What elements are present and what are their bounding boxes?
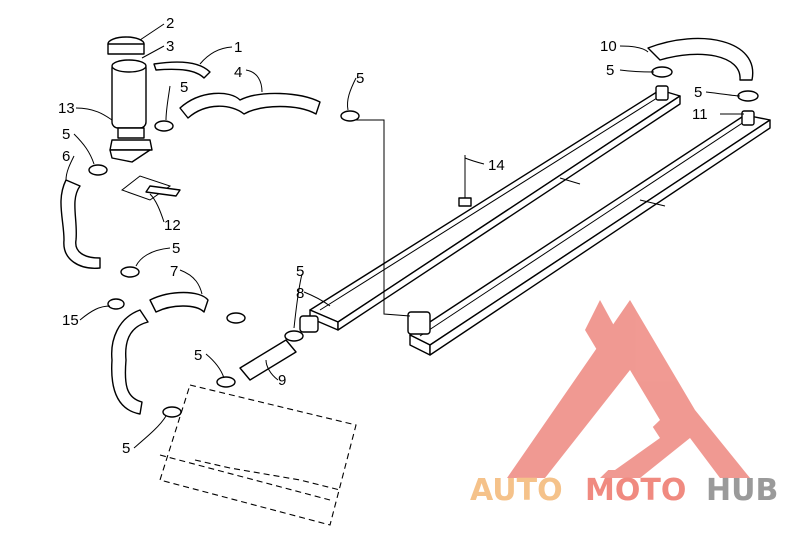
callout-10: 10 [600,38,617,55]
logo-triangle-spike [585,300,630,380]
callout-5-lower: 5 [194,347,202,364]
heat-exchanger-front [407,114,771,356]
callout-5-bottom: 5 [122,440,130,457]
heat-exchanger-fittings [299,85,755,333]
callout-12: 12 [164,217,181,234]
callout-2: 2 [166,15,174,32]
heat-exchanger-rear [309,89,681,331]
callout-15: 15 [62,312,79,329]
callout-5-top: 5 [356,70,364,87]
callout-4: 4 [234,64,242,81]
coolant-reservoir [107,36,153,163]
callout-11: 11 [692,106,708,123]
callout-5-upper-right: 5 [606,62,614,79]
leader-lines [65,23,744,449]
callout-5-mid: 5 [172,240,180,257]
hose-lower-loop [111,309,149,415]
callout-8: 8 [296,285,304,302]
callout-1: 1 [234,39,242,56]
hose-7 [149,291,209,313]
bracket-12 [120,175,181,201]
hose-4 [179,92,321,119]
callout-5-left: 5 [62,126,70,143]
callout-5-reservoir: 5 [180,79,188,96]
temp-sensor-14 [458,155,472,207]
watermark-auto: AUTO [470,473,563,508]
hose-6 [60,179,101,269]
callout-5-right: 5 [694,84,702,101]
callout-3: 3 [166,38,174,55]
watermark-hub: HUB [706,473,778,508]
watermark-logo [507,300,750,478]
callout-9: 9 [278,372,286,389]
callout-13: 13 [58,100,75,117]
callout-7: 7 [170,263,178,280]
watermark-wordmark: AUTO MOTO HUB [470,473,778,508]
chassis-tunnel-outline [159,384,357,526]
logo-triangle-inner [575,392,660,470]
callout-6: 6 [62,148,70,165]
callout-14: 14 [488,157,505,174]
hose-clamps [88,66,759,418]
callout-5-exch: 5 [296,263,304,280]
hose-10 [647,37,754,81]
logo-triangle-mark [507,300,750,478]
overflow-hose-1 [153,61,211,79]
watermark-moto: MOTO [585,473,686,508]
hose-9 [239,339,297,381]
callout-labels: 2 3 1 4 5 5 13 5 6 12 5 7 15 5 8 5 9 5 1… [58,15,708,457]
